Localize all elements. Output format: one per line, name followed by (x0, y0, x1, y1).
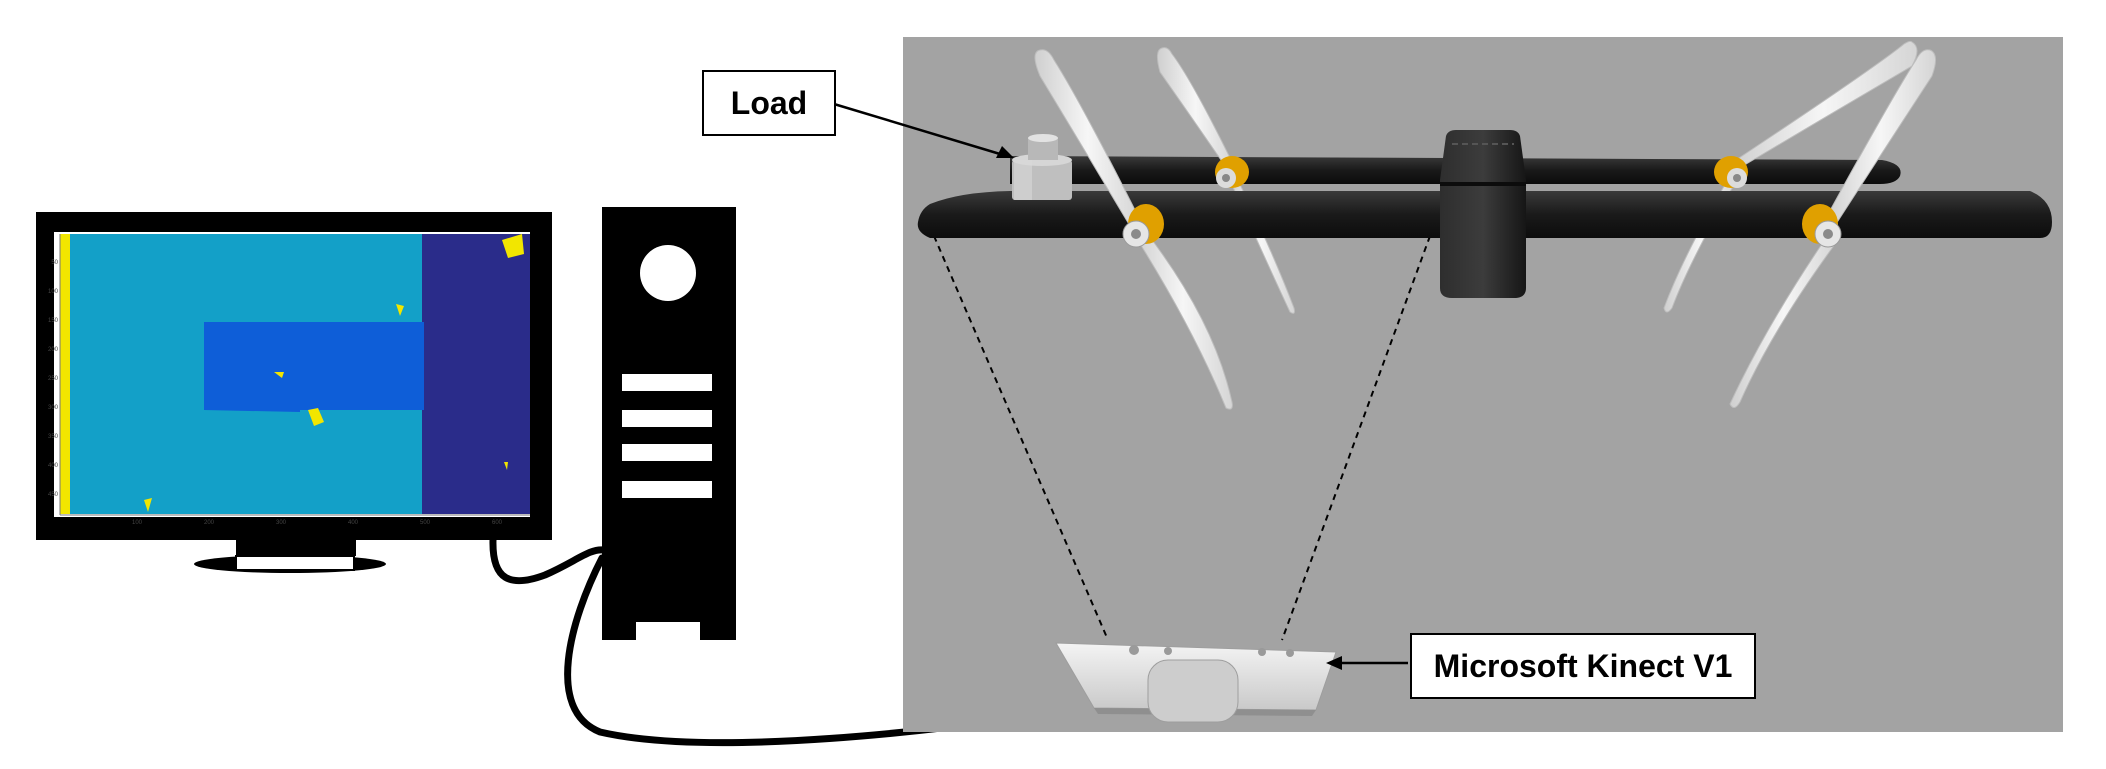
depth-image-x-ticks: 100 200 300 400 500 600 (132, 520, 503, 526)
fov-line-left (933, 235, 1109, 641)
central-hub (1440, 130, 1526, 298)
front-left-propeller (1034, 49, 1233, 410)
pc-foot-gap (636, 622, 700, 642)
y-tick-label: 200 (48, 347, 59, 353)
fov-line-right (1281, 235, 1431, 641)
kinect-base (1147, 659, 1239, 723)
y-tick-label: 350 (48, 434, 59, 440)
y-tick-label: 450 (48, 492, 59, 498)
monitor-neck (236, 540, 356, 556)
depth-image-y-ticks: 50 100 150 200 250 300 350 400 450 (48, 260, 59, 498)
load-callout-arrow (833, 102, 1014, 158)
depth-image-far-wall (422, 234, 530, 514)
x-tick-label: 200 (204, 520, 215, 526)
y-tick-label: 100 (48, 289, 59, 295)
front-right-motor (1802, 204, 1842, 248)
kinect-callout-arrow (1326, 656, 1408, 670)
pc-power-button (640, 245, 696, 301)
depth-image: 100 200 300 400 500 600 50 100 150 200 250 300 350 4… (48, 232, 530, 526)
x-tick-label: 500 (420, 520, 431, 526)
front-left-motor (1122, 204, 1164, 248)
depth-image-edge-strip (60, 234, 70, 514)
load-label-text: Load (730, 84, 808, 121)
load-weight (1012, 134, 1072, 200)
kinect-sensor (1055, 642, 1337, 723)
x-tick-label: 400 (348, 520, 359, 526)
y-tick-label: 250 (48, 376, 59, 382)
x-tick-label: 600 (492, 520, 503, 526)
x-tick-label: 100 (132, 520, 143, 526)
rear-right-motor (1714, 156, 1748, 188)
kinect-label: Microsoft Kinect V1 (1410, 633, 1756, 699)
y-tick-label: 50 (51, 260, 58, 266)
y-tick-label: 400 (48, 463, 59, 469)
pc-drive-bay (622, 374, 712, 391)
x-tick-label: 300 (276, 520, 287, 526)
monitor-cable (489, 536, 608, 585)
y-tick-label: 150 (48, 318, 59, 324)
front-right-propeller (1729, 49, 1936, 408)
rear-left-motor (1215, 156, 1249, 188)
kinect-label-text: Microsoft Kinect V1 (1433, 647, 1733, 684)
y-tick-label: 300 (48, 405, 59, 411)
depth-image-near-object (204, 322, 424, 412)
load-label: Load (702, 70, 836, 136)
pc-tower (602, 207, 736, 642)
monitor: 100 200 300 400 500 600 50 100 150 200 250 300 350 4… (36, 212, 552, 573)
